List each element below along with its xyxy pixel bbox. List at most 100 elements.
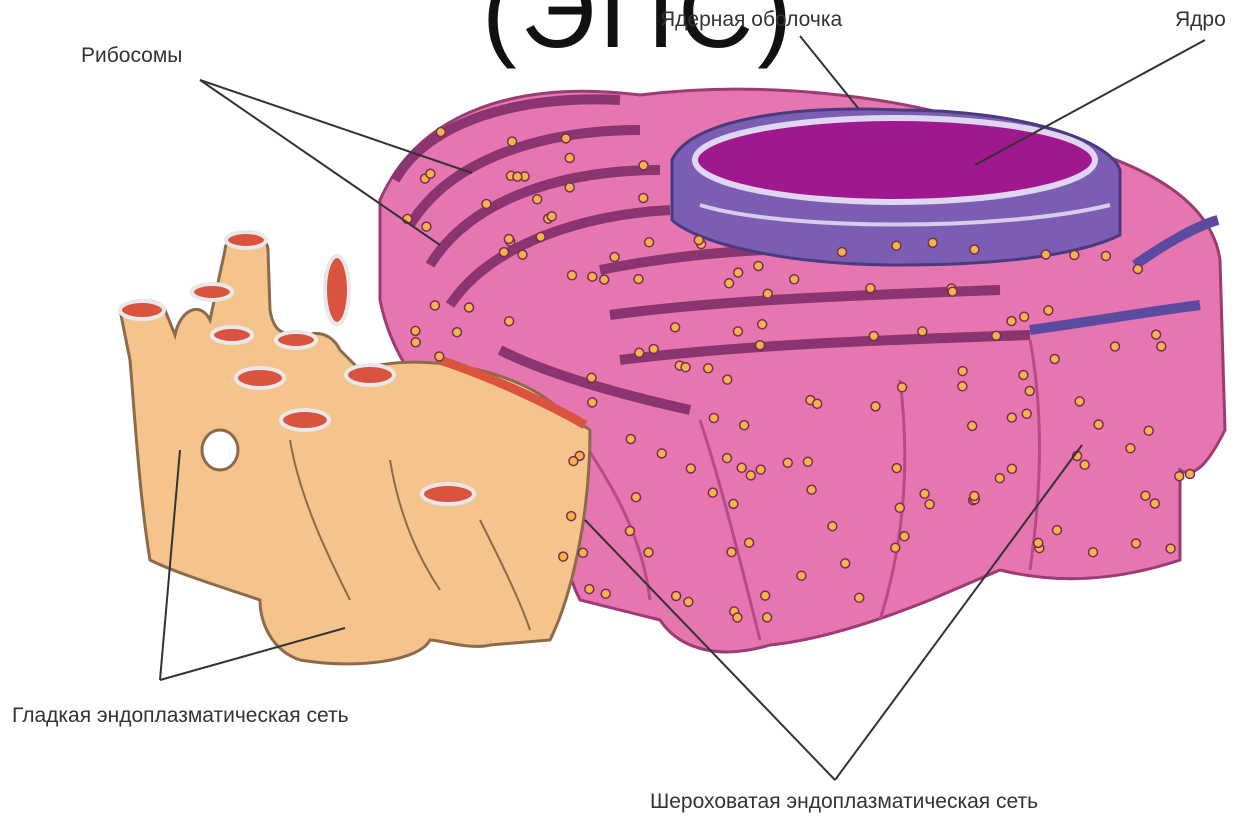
ribosome-dot: [783, 458, 792, 467]
ribosome-dot: [513, 172, 522, 181]
ribosome-dot: [920, 489, 929, 498]
ribosome-dot: [895, 503, 904, 512]
ribosome-dot: [995, 474, 1004, 483]
ribosome-dot: [411, 326, 420, 335]
ribosome-dot: [1089, 548, 1098, 557]
label-nucleus: Ядро: [1175, 8, 1226, 32]
ribosome-dot: [1020, 312, 1029, 321]
ribosome-dot: [725, 279, 734, 288]
ribosome-dot: [838, 248, 847, 257]
ribosome-dot: [1022, 409, 1031, 418]
ribosome-dot: [587, 373, 596, 382]
ribosome-dot: [758, 320, 767, 329]
ribosome-dot: [632, 493, 641, 502]
ribosome-dot: [1150, 499, 1159, 508]
ribosome-dot: [733, 613, 742, 622]
ribosome-dot: [505, 317, 514, 326]
ribosome-dot: [634, 275, 643, 284]
smooth-er-opening: [346, 365, 394, 385]
ribosome-dot: [1157, 342, 1166, 351]
ribosome-dot: [1070, 251, 1079, 260]
ribosome-dot: [898, 383, 907, 392]
ribosome-dot: [737, 463, 746, 472]
ribosome-dot: [559, 552, 568, 561]
ribosome-dot: [625, 527, 634, 536]
ribosome-dot: [422, 222, 431, 231]
ribosome-dot: [790, 275, 799, 284]
ribosome-dot: [536, 232, 545, 241]
ribosome-dot: [828, 522, 837, 531]
ribosome-dot: [869, 332, 878, 341]
ribosome-dot: [723, 454, 732, 463]
ribosome-dot: [645, 238, 654, 247]
ribosome-dot: [1152, 330, 1161, 339]
ribosome-dot: [482, 200, 491, 209]
ribosome-dot: [1007, 317, 1016, 326]
ribosome-dot: [756, 465, 765, 474]
smooth-er-opening: [276, 332, 316, 348]
ribosome-dot: [1075, 397, 1084, 406]
ribosome-dot: [547, 212, 556, 221]
ribosome-dot: [533, 195, 542, 204]
ribosome-dot: [892, 241, 901, 250]
smooth-er-opening: [212, 327, 252, 343]
smooth-er-opening: [422, 484, 474, 504]
ribosome-dot: [754, 262, 763, 271]
leader-ribosomes-1: [200, 80, 472, 173]
label-rough-er: Шероховатая эндоплазматическая сеть: [650, 790, 1038, 814]
ribosome-dot: [1019, 371, 1028, 380]
ribosome-dot: [436, 128, 445, 137]
ribosome-dot: [928, 238, 937, 247]
ribosome-dot: [746, 471, 755, 480]
ribosome-dot: [635, 348, 644, 357]
ribosome-dot: [871, 402, 880, 411]
ribosome-dot: [968, 421, 977, 430]
nucleus-core: [695, 118, 1095, 202]
smooth-er-hole: [202, 430, 238, 470]
ribosome-dot: [734, 268, 743, 277]
ribosome-dot: [1141, 491, 1150, 500]
ribosome-dot: [925, 500, 934, 509]
ribosome-dot: [600, 275, 609, 284]
ribosome-dot: [1111, 342, 1120, 351]
ribosome-dot: [504, 235, 513, 244]
ribosome-dot: [797, 571, 806, 580]
ribosome-dot: [435, 352, 444, 361]
ribosome-dot: [1050, 355, 1059, 364]
ribosome-dot: [708, 488, 717, 497]
ribosome-dot: [684, 597, 693, 606]
ribosome-dot: [561, 134, 570, 143]
ribosome-dot: [841, 559, 850, 568]
ribosome-dot: [579, 548, 588, 557]
ribosome-dot: [866, 284, 875, 293]
ribosome-dot: [733, 327, 742, 336]
ribosome-dot: [1044, 306, 1053, 315]
ribosome-dot: [970, 245, 979, 254]
ribosome-dot: [892, 464, 901, 473]
ribosome-dot: [1007, 413, 1016, 422]
ribosome-dot: [681, 363, 690, 372]
ribosome-dot: [639, 161, 648, 170]
ribosome-dot: [565, 183, 574, 192]
ribosome-dot: [1025, 387, 1034, 396]
ribosome-dot: [426, 169, 435, 178]
ribosome-dot: [948, 287, 957, 296]
ribosome-dot: [803, 457, 812, 466]
ribosome-dot: [518, 250, 527, 259]
ribosome-dot: [740, 421, 749, 430]
smooth-er-opening: [281, 410, 329, 430]
ribosome-dot: [709, 414, 718, 423]
ribosome-dot: [508, 137, 517, 146]
ribosome-dot: [1041, 250, 1050, 259]
ribosome-dot: [694, 236, 703, 245]
ribosome-dot: [1126, 444, 1135, 453]
ribosome-dot: [891, 543, 900, 552]
ribosome-dot: [813, 399, 822, 408]
ribosome-dot: [958, 367, 967, 376]
smooth-er-opening: [226, 232, 266, 248]
smooth-er-opening: [120, 301, 164, 319]
ribosome-dot: [671, 323, 680, 332]
ribosome-dot: [588, 272, 597, 281]
ribosome-dot: [453, 328, 462, 337]
ribosome-dot: [763, 613, 772, 622]
